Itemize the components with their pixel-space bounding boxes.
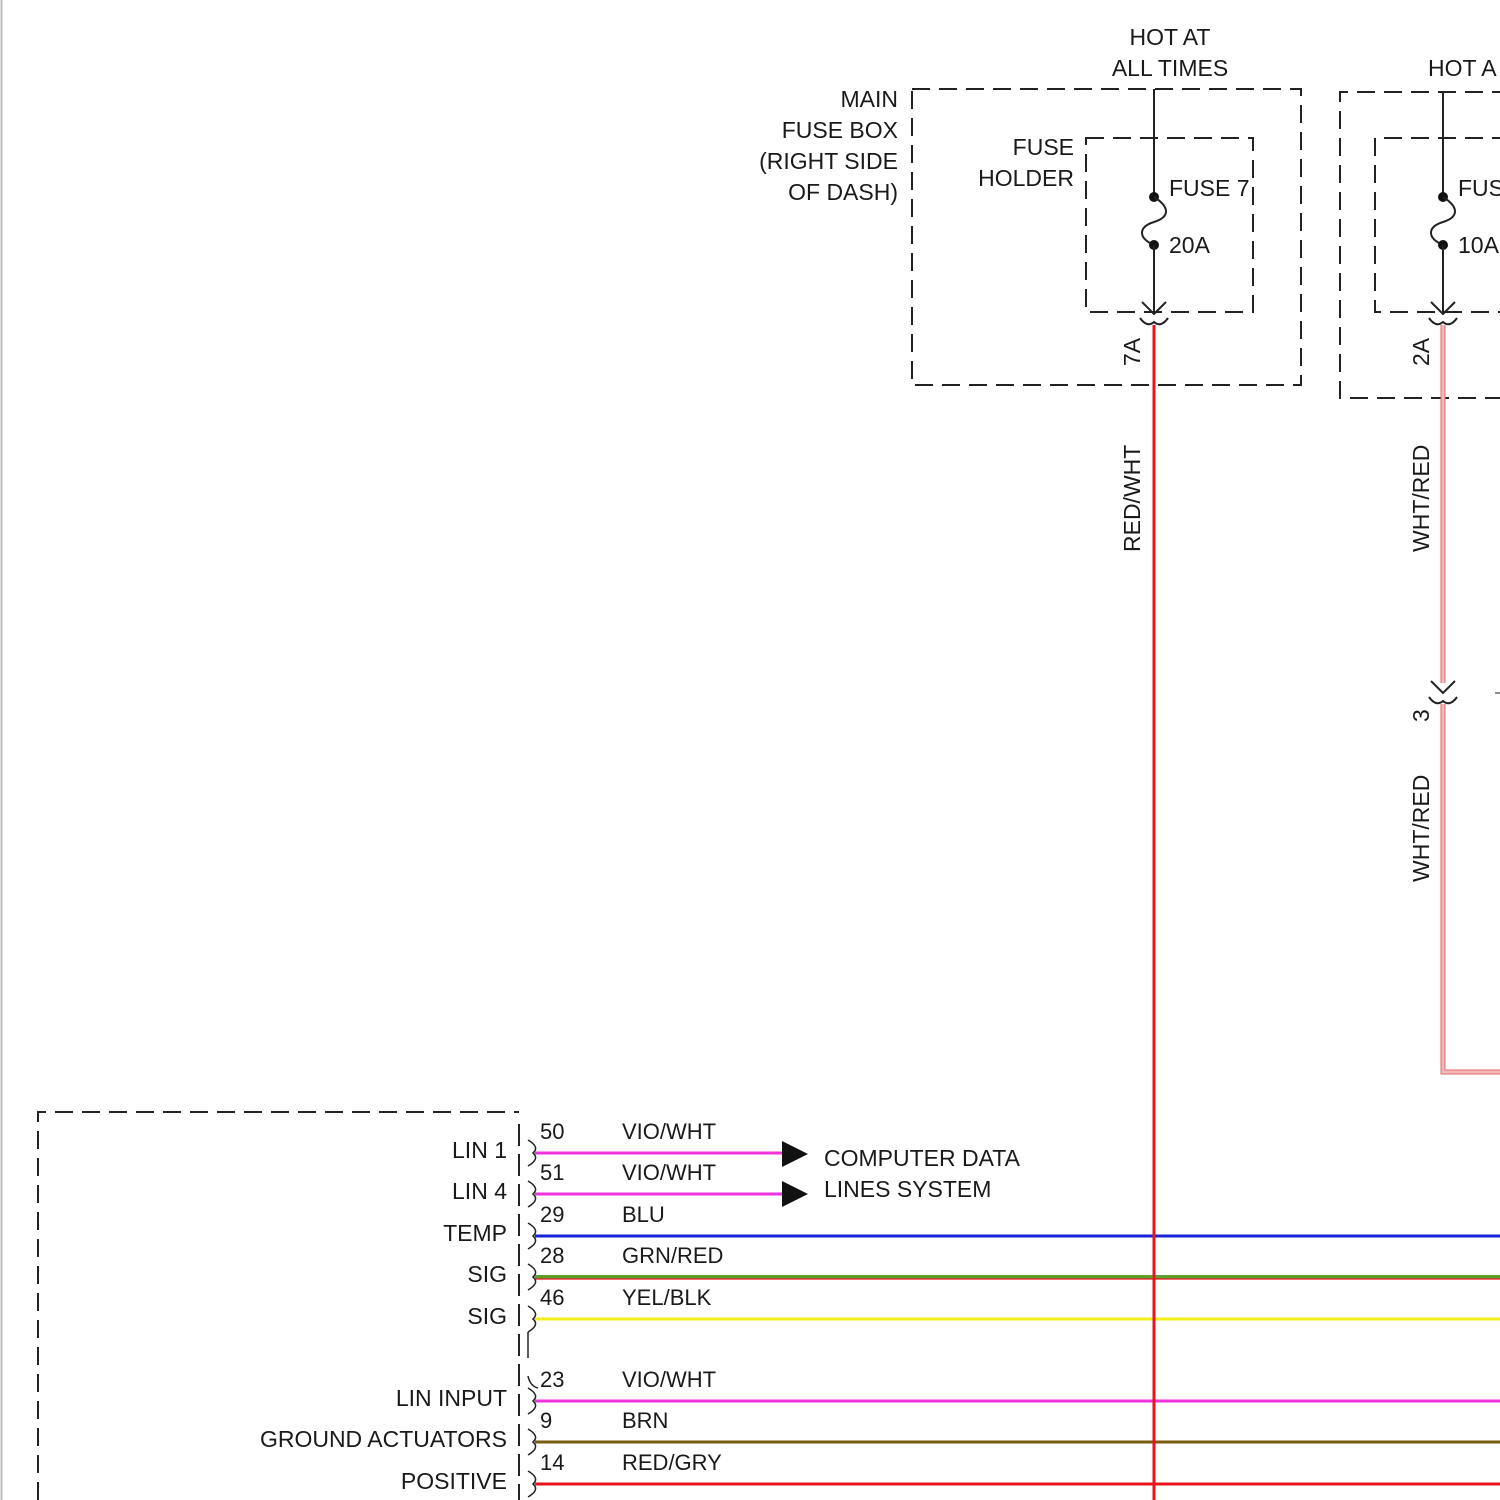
pin-terminal-symbol — [528, 1306, 536, 1332]
fuse-7-rating: 20A — [1169, 232, 1211, 258]
wire-color-label: GRN/RED — [622, 1243, 723, 1268]
connector-7a-label: 7A — [1119, 337, 1145, 366]
hot-at-all-times-line1: HOT AT — [1130, 24, 1211, 50]
connector-3-label: 3 — [1408, 709, 1434, 722]
second-fuse-rating: 10A — [1458, 232, 1500, 258]
main-fuse-box-label-2: FUSE BOX — [782, 117, 898, 143]
connector-7a-female — [1140, 318, 1168, 324]
pin-terminal-symbol — [528, 1264, 536, 1290]
computer-data-lines: COMPUTER DATA LINES SYSTEM — [782, 1141, 1021, 1207]
pin-function-label: SIG — [467, 1261, 507, 1287]
pin-number: 46 — [540, 1285, 564, 1310]
pin-terminal-symbol — [528, 1471, 536, 1497]
wire-color-label: BLU — [622, 1202, 665, 1227]
wht-red-wire-lower-edge — [1443, 704, 1500, 1072]
pin-row-sig-46: SIG 46 YEL/BLK — [467, 1285, 1500, 1332]
pin-row-temp-29: TEMP 29 BLU — [443, 1202, 1500, 1249]
computer-data-lines-label-1: COMPUTER DATA — [824, 1145, 1021, 1171]
connector-2a-label: 2A — [1408, 337, 1434, 366]
fuse-holder-label-1: FUSE — [1013, 134, 1074, 160]
pin-number: 28 — [540, 1243, 564, 1268]
pin-function-label: POSITIVE — [401, 1468, 507, 1494]
pin-number: 29 — [540, 1202, 564, 1227]
data-line-arrow-lin4 — [782, 1181, 808, 1207]
computer-data-lines-label-2: LINES SYSTEM — [824, 1176, 991, 1202]
pin-row-positive-14: POSITIVE 14 RED/GRY — [401, 1450, 1500, 1497]
wire-color-label: RED/GRY — [622, 1450, 722, 1475]
pin-function-label: LIN INPUT — [396, 1385, 507, 1411]
pin-function-label: GROUND ACTUATORS — [260, 1426, 507, 1452]
hot-at-all-times-line2: ALL TIMES — [1112, 55, 1228, 81]
pin-number: 51 — [540, 1160, 564, 1185]
wire-color-label: VIO/WHT — [622, 1367, 716, 1392]
main-fuse-box-label-1: MAIN — [841, 86, 899, 112]
pin-row-ground-actuators-9: GROUND ACTUATORS 9 BRN — [260, 1408, 1500, 1455]
main-fuse-box-label-4: OF DASH) — [788, 179, 898, 205]
pin-row-lin-1-50: LIN 1 50 VIO/WHT — [452, 1119, 782, 1166]
wire-color-label: YEL/BLK — [622, 1285, 712, 1310]
second-fuse-circuit: HOT A FUS 10A 2A WHT/RED 3 WHT/RED — [1340, 55, 1500, 1072]
pin-terminal-symbol — [528, 1181, 536, 1207]
main-fuse-box-label-3: (RIGHT SIDE — [759, 148, 898, 174]
second-hot-label: HOT A — [1428, 55, 1497, 81]
main-fuse-box-outline — [912, 89, 1301, 385]
pin-number: 9 — [540, 1408, 552, 1433]
red-wht-wire-label: RED/WHT — [1119, 445, 1145, 552]
connector-3-female — [1429, 697, 1457, 703]
pin-number: 14 — [540, 1450, 564, 1475]
fuse-7-name: FUSE 7 — [1169, 175, 1250, 201]
pin-number: 23 — [540, 1367, 564, 1392]
pin-terminal-symbol — [528, 1140, 536, 1166]
pin-function-label: SIG — [467, 1303, 507, 1329]
pin-function-label: LIN 4 — [452, 1178, 507, 1204]
data-line-arrow-lin1 — [782, 1141, 808, 1167]
wht-red-wire-lower — [1443, 704, 1500, 1072]
fuse-holder-outline — [1086, 138, 1253, 312]
second-fuse-symbol — [1431, 197, 1455, 245]
wire-color-label: VIO/WHT — [622, 1119, 716, 1144]
pin-function-label: TEMP — [443, 1220, 507, 1246]
pin-row-sig-28: SIG 28 GRN/RED — [467, 1243, 1500, 1290]
pin-number: 50 — [540, 1119, 564, 1144]
pin-row-lin-4-51: LIN 4 51 VIO/WHT — [452, 1160, 782, 1207]
pin-function-label: LIN 1 — [452, 1137, 507, 1163]
wire-color-label: VIO/WHT — [622, 1160, 716, 1185]
fuse-7-symbol — [1142, 197, 1166, 245]
wht-red-wire-label-1: WHT/RED — [1408, 445, 1434, 552]
second-fuse-name: FUS — [1458, 175, 1500, 201]
pin-terminal-symbol — [528, 1429, 536, 1455]
pin-row-lin-input-23: LIN INPUT 23 VIO/WHT — [396, 1367, 1500, 1414]
connector-2a-female — [1429, 318, 1457, 324]
wht-red-wire-label-2: WHT/RED — [1408, 775, 1434, 882]
connector-gap-hook — [528, 1376, 538, 1388]
wire-color-label: BRN — [622, 1408, 668, 1433]
fuse-holder-label-2: HOLDER — [978, 165, 1074, 191]
pin-terminal-symbol — [528, 1223, 536, 1249]
pin-terminal-symbol — [528, 1388, 536, 1414]
